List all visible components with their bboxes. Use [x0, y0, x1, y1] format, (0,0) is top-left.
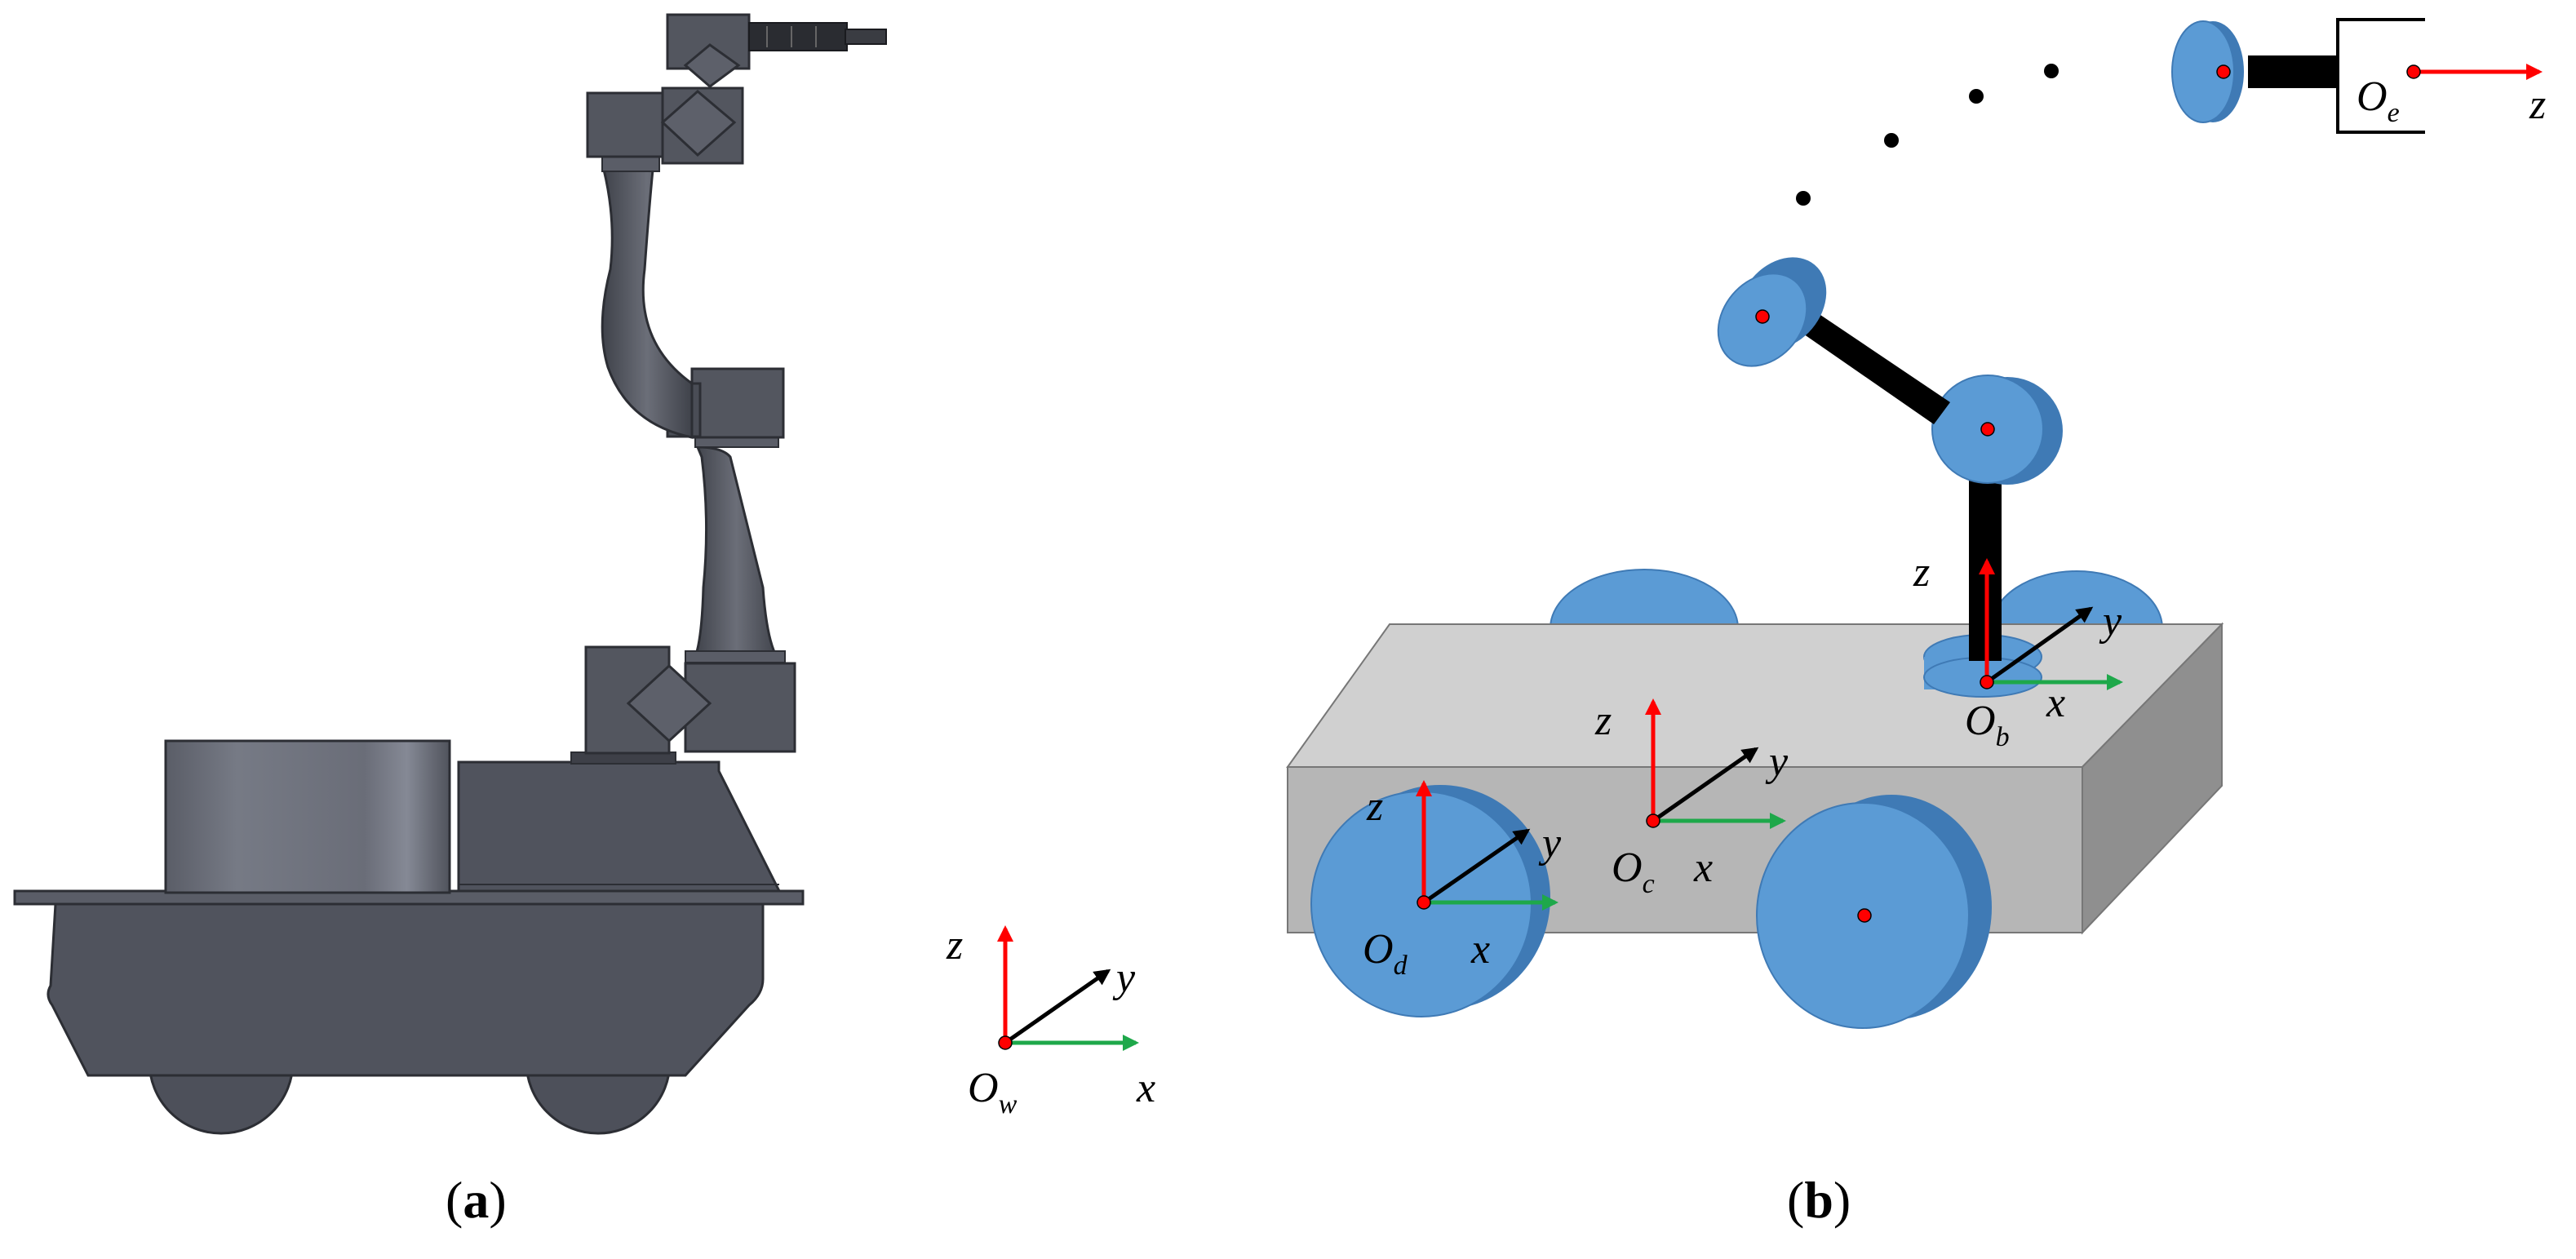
- world-origin-dot: [998, 1035, 1013, 1050]
- continuation-dot: [2044, 64, 2059, 78]
- box-side-face: [2082, 622, 2223, 935]
- base-y-axis: [1985, 606, 2094, 685]
- robot-chassis-body: [47, 902, 765, 1077]
- front-right-wheel-center: [1857, 908, 1872, 923]
- world-frame: z y x Ow: [946, 922, 1155, 1119]
- robot-control-box: [457, 760, 782, 893]
- chassis-y-axis: [1652, 747, 1759, 823]
- chassis-frame: z y x Oc: [1594, 698, 1789, 899]
- robot-joint-3: [690, 367, 785, 439]
- continuation-dot: [1796, 191, 1811, 206]
- world-y-label: y: [1112, 955, 1136, 1001]
- base-origin-label: Ob: [1965, 698, 2010, 752]
- world-y-axis: [1004, 969, 1111, 1045]
- wheel-y-axis: [1422, 828, 1531, 905]
- wheel-frame: z y x Od: [1363, 780, 1562, 981]
- base-x-label: x: [2046, 680, 2065, 726]
- robot-joint-4: [586, 91, 664, 158]
- wheel-z-label: z: [1366, 783, 1383, 830]
- base-origin-dot: [1980, 675, 1994, 689]
- wheel-origin-label: Od: [1363, 926, 1408, 981]
- base-y-label: y: [2099, 598, 2122, 645]
- world-z-label: z: [946, 922, 963, 969]
- effector-frame: z Oe: [2357, 64, 2546, 128]
- box-top-face: [1286, 623, 2224, 768]
- chassis-origin-dot: [1646, 813, 1660, 828]
- base-z-label: z: [1913, 549, 1930, 596]
- effector-origin-label: Oe: [2357, 73, 2400, 128]
- panel-a-robot-render: [13, 13, 887, 1135]
- world-x-label: x: [1136, 1065, 1155, 1111]
- wheel-y-label: y: [1538, 820, 1562, 867]
- robot-upper-link: [601, 168, 694, 439]
- chassis-z-label: z: [1594, 698, 1612, 744]
- base-frame: z y x Ob: [1913, 549, 2123, 752]
- chassis-x-label: x: [1693, 845, 1713, 891]
- end-effector: [2171, 18, 2425, 134]
- effector-z-label: z: [2529, 82, 2546, 128]
- continuation-dot: [1884, 133, 1899, 148]
- robot-cylinder-housing: [164, 739, 451, 894]
- robot-gripper: [748, 22, 848, 51]
- world-origin-label: Ow: [968, 1065, 1018, 1119]
- caption-a: (a): [446, 1171, 507, 1229]
- caption-b: (b): [1787, 1171, 1851, 1229]
- wheel-x-label: x: [1470, 926, 1490, 973]
- chassis-origin-label: Oc: [1612, 845, 1655, 899]
- effector-origin-dot: [2406, 64, 2421, 79]
- chassis-y-label: y: [1765, 738, 1789, 785]
- robot-lower-link: [691, 446, 782, 663]
- panel-b-schematic: [1286, 18, 2425, 1029]
- wheel-origin-dot: [1417, 895, 1431, 910]
- continuation-dot: [1969, 89, 1984, 104]
